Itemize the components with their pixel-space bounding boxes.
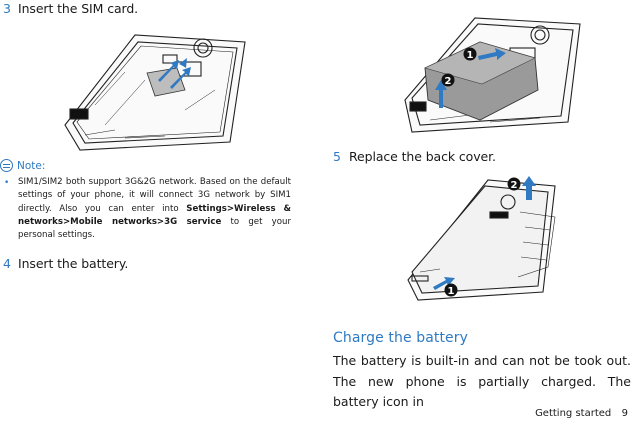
battery-shape [424, 41, 539, 121]
step-number: 4 [3, 256, 11, 271]
battery-illustration: 1 2 [404, 17, 581, 133]
cover-arrow-icons [433, 176, 536, 290]
page-footer: Getting started 9 [535, 408, 628, 419]
step-3-heading: 3 Insert the SIM card. [3, 1, 138, 16]
note-header: Note: [0, 159, 45, 172]
step-4-heading: 4 Insert the battery. [3, 256, 128, 271]
sim-card-shape [146, 67, 186, 97]
note-text-suffix: to get your personal settings. [18, 216, 291, 241]
battery-step-marks: 1 2 [441, 47, 477, 87]
cover-mark-2: 2 [511, 180, 518, 191]
footer-label: Getting started [535, 408, 612, 419]
page-number: 9 [621, 408, 628, 419]
step-number: 3 [3, 1, 11, 16]
note-icon [0, 159, 13, 172]
section-title: Charge the battery [333, 330, 469, 346]
note-bullet-text: SIM1/SIM2 both support 3G&2G network. Ba… [18, 176, 291, 242]
bullet-dot-icon: • [4, 178, 10, 188]
step-text: Insert the SIM card. [18, 1, 139, 16]
back-cover-illustration: 2 1 [407, 176, 556, 301]
sim-card-illustration [64, 34, 246, 151]
battery-mark-2: 2 [445, 76, 452, 87]
step-5-heading: 5 Replace the back cover. [333, 149, 496, 164]
step-number: 5 [333, 149, 341, 164]
insert-arrow-icons [158, 58, 191, 89]
step-text: Replace the back cover. [349, 149, 496, 164]
step-text: Insert the battery. [18, 256, 129, 271]
note-bullet: • SIM1/SIM2 both support 3G&2G network. … [4, 176, 291, 242]
note-label: Note: [17, 159, 46, 172]
note-text-prefix: SIM1/SIM2 both support 3G&2G network. Ba… [18, 177, 291, 214]
battery-arrow-icons [435, 48, 506, 108]
section-paragraph: The battery is built-in and can not be t… [333, 353, 631, 409]
cover-mark-1: 1 [448, 286, 455, 297]
cover-step-marks: 2 1 [444, 177, 521, 297]
battery-mark-1: 1 [467, 50, 474, 61]
note-settings-path: Settings>Wireless & networks>Mobile netw… [18, 203, 291, 227]
